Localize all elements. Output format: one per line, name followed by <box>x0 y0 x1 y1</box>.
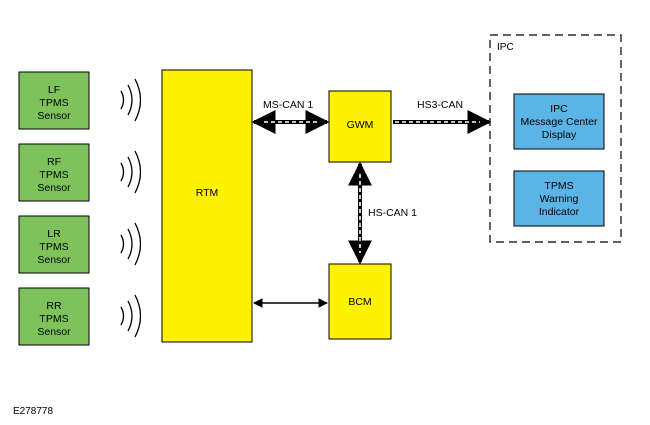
twi-line3: Indicator <box>539 206 580 218</box>
tpms-warning-indicator: TPMS Warning Indicator <box>513 170 605 227</box>
sensor-rr: RR TPMS Sensor <box>18 287 90 346</box>
hs3-can-bus: HS3-CAN <box>393 99 492 134</box>
sensor-lf-line3: Sensor <box>37 110 71 122</box>
sensor-rf-line1: RF <box>47 156 61 168</box>
twi-line1: TPMS <box>544 180 573 192</box>
sensor-lr-line3: Sensor <box>37 254 71 266</box>
ipc-title: IPC <box>497 42 514 53</box>
sensor-rr-line3: Sensor <box>37 326 71 338</box>
twi-line2: Warning <box>540 193 579 205</box>
radio-wave-icon <box>120 150 142 194</box>
sensor-rf-line3: Sensor <box>37 182 71 194</box>
sensor-lf-line1: LF <box>48 84 60 96</box>
sensor-lr: LR TPMS Sensor <box>18 215 90 274</box>
hs-can-bus: HS-CAN 1 <box>348 161 417 265</box>
figure-id: E278778 <box>13 406 53 417</box>
sensor-lr-line1: LR <box>47 228 61 240</box>
radio-wave-icon <box>120 294 142 338</box>
sensor-lf: LF TPMS Sensor <box>18 71 90 130</box>
sensor-rr-line1: RR <box>46 300 62 312</box>
ipc-container: IPC <box>489 34 622 243</box>
sensor-lf-line2: TPMS <box>39 97 68 109</box>
hs-can-label: HS-CAN 1 <box>368 207 417 219</box>
hs3-can-label: HS3-CAN <box>417 99 463 111</box>
ipc-mc-line3: Display <box>542 129 577 141</box>
radio-wave-icon <box>120 78 142 122</box>
rtm-label: RTM <box>196 187 219 199</box>
bcm-module: BCM <box>328 263 392 340</box>
ipc-mc-line2: Message Center <box>520 116 598 128</box>
rtm-module: RTM <box>161 69 253 343</box>
ipc-message-center-display: IPC Message Center Display <box>513 93 605 150</box>
gwm-label: GWM <box>347 119 374 131</box>
sensor-rf: RF TPMS Sensor <box>18 143 90 202</box>
gwm-module: GWM <box>328 90 392 163</box>
ipc-mc-line1: IPC <box>550 103 568 115</box>
radio-wave-icon <box>120 222 142 266</box>
sensor-lr-line2: TPMS <box>39 241 68 253</box>
sensor-rr-line2: TPMS <box>39 313 68 325</box>
ms-can-bus: MS-CAN 1 <box>251 99 330 134</box>
ms-can-label: MS-CAN 1 <box>263 99 313 111</box>
bcm-label: BCM <box>348 296 371 308</box>
sensor-rf-line2: TPMS <box>39 169 68 181</box>
